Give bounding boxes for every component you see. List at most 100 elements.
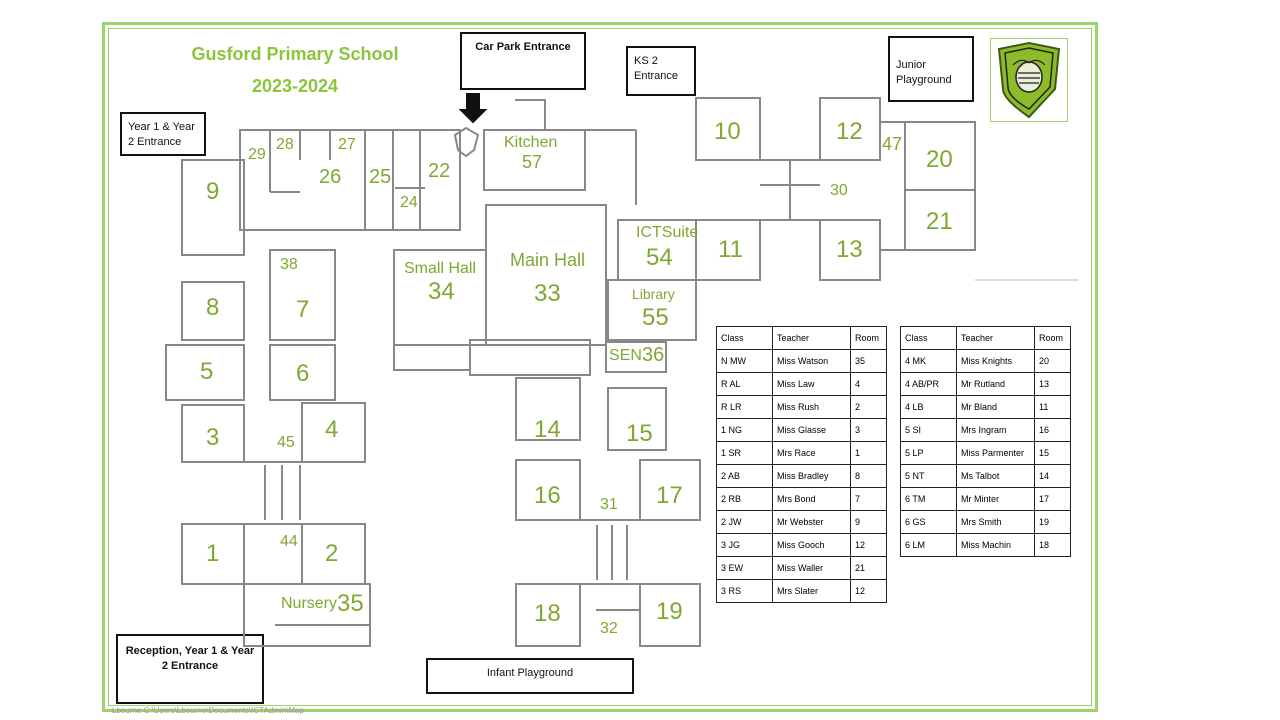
ks2-entrance: KS 2 Entrance [626, 46, 696, 96]
map-frame [102, 22, 1098, 712]
cell-teacher: Mrs Slater [772, 579, 851, 603]
room-15: 15 [626, 420, 653, 447]
nursery-label: Nursery [281, 595, 338, 612]
reception-entrance: Reception, Year 1 & Year 2 Entrance [116, 634, 264, 704]
room-1: 1 [206, 540, 220, 567]
room-20: 20 [926, 146, 953, 173]
map-frame-inner [108, 28, 1092, 706]
room-11: 11 [718, 236, 743, 263]
sen-label: SEN [609, 347, 642, 364]
cell-class: 3 JG [716, 533, 773, 557]
room-16: 16 [534, 482, 561, 509]
cell-teacher: Miss Machin [956, 533, 1035, 557]
room-28: 28 [276, 136, 294, 153]
room-30: 30 [830, 182, 848, 199]
cell-room: 18 [1034, 533, 1071, 557]
table-header-row: Class Teacher Room [900, 326, 1071, 350]
small-hall-label: Small Hall [404, 260, 477, 277]
room-45: 45 [277, 434, 295, 451]
cell-room: 8 [850, 464, 887, 488]
header-teacher: Teacher [956, 326, 1035, 350]
year12-entrance: Year 1 & Year 2 Entrance [120, 112, 206, 156]
cell-teacher: Mr Bland [956, 395, 1035, 419]
cell-teacher: Miss Bradley [772, 464, 851, 488]
junior-playground: Junior Playground [888, 36, 974, 102]
kitchen-label: Kitchen [504, 134, 558, 151]
cell-room: 19 [1034, 510, 1071, 534]
room-44: 44 [280, 533, 298, 550]
cell-class: 5 NT [900, 464, 957, 488]
cell-room: 7 [850, 487, 887, 511]
cell-class: 3 RS [716, 579, 773, 603]
room-24: 24 [400, 194, 418, 211]
cell-room: 4 [850, 372, 887, 396]
cell-teacher: Mrs Smith [956, 510, 1035, 534]
cell-class: 4 AB/PR [900, 372, 957, 396]
cell-teacher: Mr Rutland [956, 372, 1035, 396]
cell-class: 1 SR [716, 441, 773, 465]
cell-class: 2 JW [716, 510, 773, 534]
school-year: 2023-2024 [251, 76, 339, 96]
cell-teacher: Mrs Ingram [956, 418, 1035, 442]
cell-class: 2 RB [716, 487, 773, 511]
room-19: 19 [656, 598, 683, 625]
cell-room: 16 [1034, 418, 1071, 442]
cell-teacher: Ms Talbot [956, 464, 1035, 488]
cell-room: 2 [850, 395, 887, 419]
cell-class: 3 EW [716, 556, 773, 580]
cell-room: 11 [1034, 395, 1071, 419]
ict-suite-label: ICTSuite [636, 224, 699, 241]
cell-teacher: Miss Knights [956, 349, 1035, 373]
room-31: 31 [600, 496, 618, 513]
cell-class: 6 LM [900, 533, 957, 557]
cell-teacher: Miss Glasse [772, 418, 851, 442]
room-54: 54 [646, 244, 673, 271]
room-22: 22 [428, 160, 451, 182]
room-21: 21 [926, 208, 953, 235]
room-33: 33 [534, 280, 561, 307]
header-room: Room [850, 326, 887, 350]
cell-class: 6 TM [900, 487, 957, 511]
cell-teacher: Miss Parmenter [956, 441, 1035, 465]
cell-teacher: Miss Watson [772, 349, 851, 373]
room-9: 9 [206, 178, 220, 205]
cell-class: 2 AB [716, 464, 773, 488]
main-hall-label: Main Hall [510, 250, 586, 270]
room-17: 17 [656, 482, 683, 509]
room-32: 32 [600, 620, 618, 637]
cell-teacher: Mrs Bond [772, 487, 851, 511]
cell-class: R AL [716, 372, 773, 396]
cell-room: 15 [1034, 441, 1071, 465]
infant-playground: Infant Playground [426, 658, 634, 694]
room-14: 14 [534, 416, 561, 443]
cell-teacher: Miss Rush [772, 395, 851, 419]
room-5: 5 [200, 358, 214, 385]
cell-room: 20 [1034, 349, 1071, 373]
cell-teacher: Miss Waller [772, 556, 851, 580]
room-27: 27 [338, 136, 356, 153]
room-25: 25 [369, 166, 392, 188]
room-55: 55 [642, 304, 669, 331]
school-crest [990, 38, 1068, 122]
room-38: 38 [280, 256, 298, 273]
school-name: Gusford Primary School [191, 44, 399, 64]
room-57: 57 [522, 152, 543, 172]
cell-class: N MW [716, 349, 773, 373]
cell-room: 12 [850, 533, 887, 557]
